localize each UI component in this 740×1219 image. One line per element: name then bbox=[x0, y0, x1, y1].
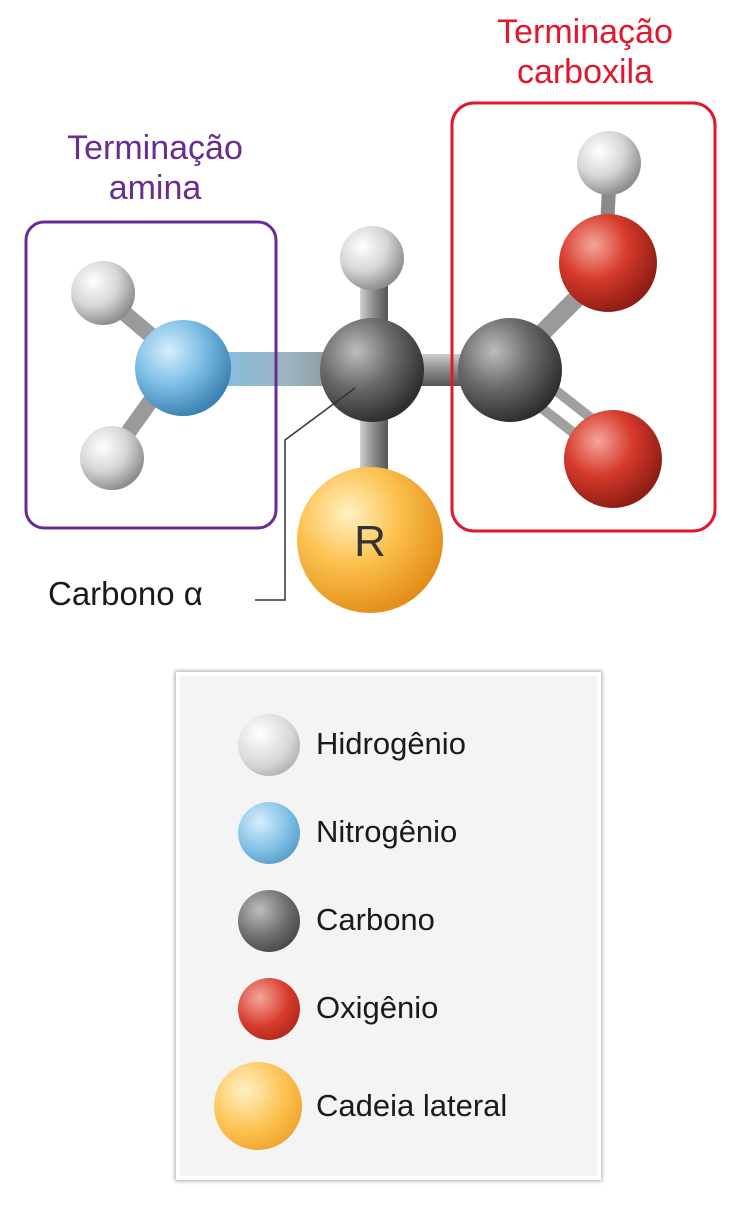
amine-terminal-label: Terminação amina bbox=[30, 128, 280, 208]
hydrogen-atom-alpha bbox=[340, 226, 404, 290]
legend-item-hydrogen: Hidrogênio bbox=[180, 714, 597, 776]
nitrogen-swatch-icon bbox=[238, 802, 300, 864]
hydroxyl-oxygen-atom bbox=[559, 214, 657, 312]
alpha-carbon-leader-line bbox=[255, 387, 356, 601]
carbonyl-oxygen-atom bbox=[564, 410, 662, 508]
carboxyl-label-line1: Terminação bbox=[497, 13, 673, 51]
hydrogen-atom-amine-top bbox=[71, 261, 135, 325]
alpha-carbon-label: Carbono α bbox=[48, 575, 203, 612]
legend-label-oxygen: Oxigênio bbox=[316, 990, 439, 1025]
carboxyl-terminal-label: Terminação carboxila bbox=[440, 12, 730, 92]
carboxyl-carbon-atom bbox=[458, 318, 562, 422]
oxygen-swatch-icon bbox=[238, 978, 300, 1040]
atom-legend: Hidrogênio Nitrogênio Carbono Oxigênio C… bbox=[176, 672, 601, 1180]
amine-label-line1: Terminação bbox=[67, 129, 243, 167]
nitrogen-atom bbox=[135, 320, 231, 416]
carboxyl-region-box bbox=[450, 101, 717, 533]
amino-acid-molecule: R bbox=[24, 101, 717, 613]
legend-label-nitrogen: Nitrogênio bbox=[316, 814, 458, 849]
carboxyl-label-line2: carboxila bbox=[516, 53, 654, 91]
legend-item-oxygen: Oxigênio bbox=[180, 978, 597, 1040]
hydrogen-atom-hydroxyl bbox=[577, 131, 641, 195]
amine-label-line2: amina bbox=[108, 169, 202, 207]
legend-item-nitrogen: Nitrogênio bbox=[180, 802, 597, 864]
side-chain-letter: R bbox=[354, 517, 386, 566]
legend-label-hydrogen: Hidrogênio bbox=[316, 726, 466, 761]
legend-item-carbon: Carbono bbox=[180, 890, 597, 952]
side-chain-swatch-icon bbox=[214, 1062, 302, 1150]
legend-label-side-chain: Cadeia lateral bbox=[316, 1088, 508, 1123]
side-chain-atom bbox=[297, 467, 443, 613]
hydrogen-atom-amine-bottom bbox=[80, 426, 144, 490]
hydrogen-swatch-icon bbox=[238, 714, 300, 776]
alpha-carbon-atom bbox=[320, 318, 424, 422]
amine-region-box bbox=[24, 220, 278, 530]
carbon-swatch-icon bbox=[238, 890, 300, 952]
legend-item-side-chain: Cadeia lateral bbox=[180, 1062, 597, 1150]
legend-label-carbon: Carbono bbox=[316, 902, 435, 937]
